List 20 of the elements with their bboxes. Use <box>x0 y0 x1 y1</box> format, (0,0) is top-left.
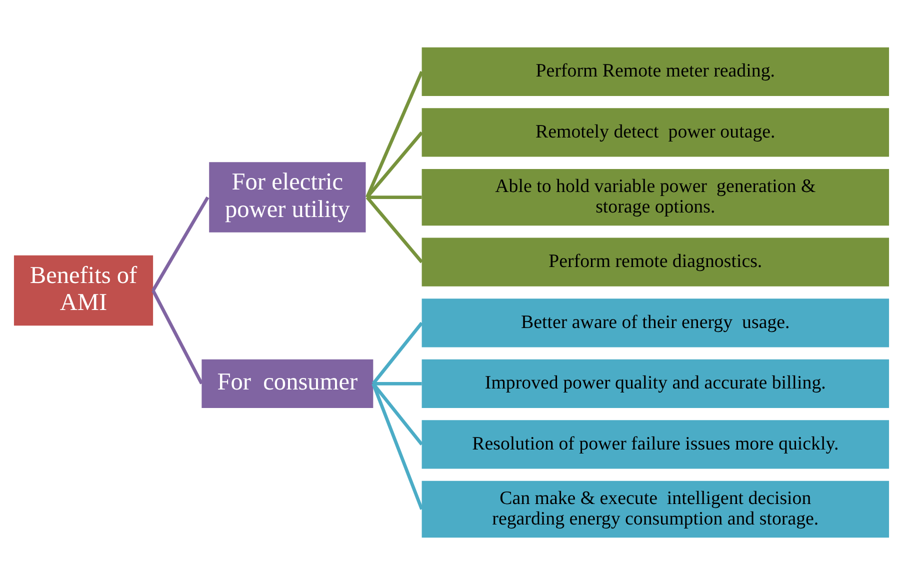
node-box: Resolution of power failure issues more quickly. <box>422 420 890 468</box>
node-box: For consumer <box>202 358 374 408</box>
connector <box>372 382 424 510</box>
node-box: Remotely detect power outage. <box>422 108 890 156</box>
connector <box>366 196 424 263</box>
node-box: Can make & execute intelligent decision regarding energy consumption and storage. <box>422 480 890 538</box>
connector <box>366 130 424 198</box>
connector <box>152 289 204 384</box>
node-box: Perform remote diagnostics. <box>422 237 890 286</box>
node-box: Able to hold variable power generation & storage options. <box>422 168 890 226</box>
node-box: Perform Remote meter reading. <box>422 46 890 96</box>
connector <box>367 195 422 198</box>
node-box: Improved power quality and accurate billing. <box>422 358 890 408</box>
node-box: Benefits of AMI <box>14 254 154 326</box>
connector <box>152 196 210 291</box>
connector <box>372 321 424 384</box>
node-box: Better aware of their energy usage. <box>422 298 890 347</box>
connector <box>373 381 422 385</box>
node-box: For electric power utility <box>209 162 366 232</box>
connector <box>366 70 424 198</box>
